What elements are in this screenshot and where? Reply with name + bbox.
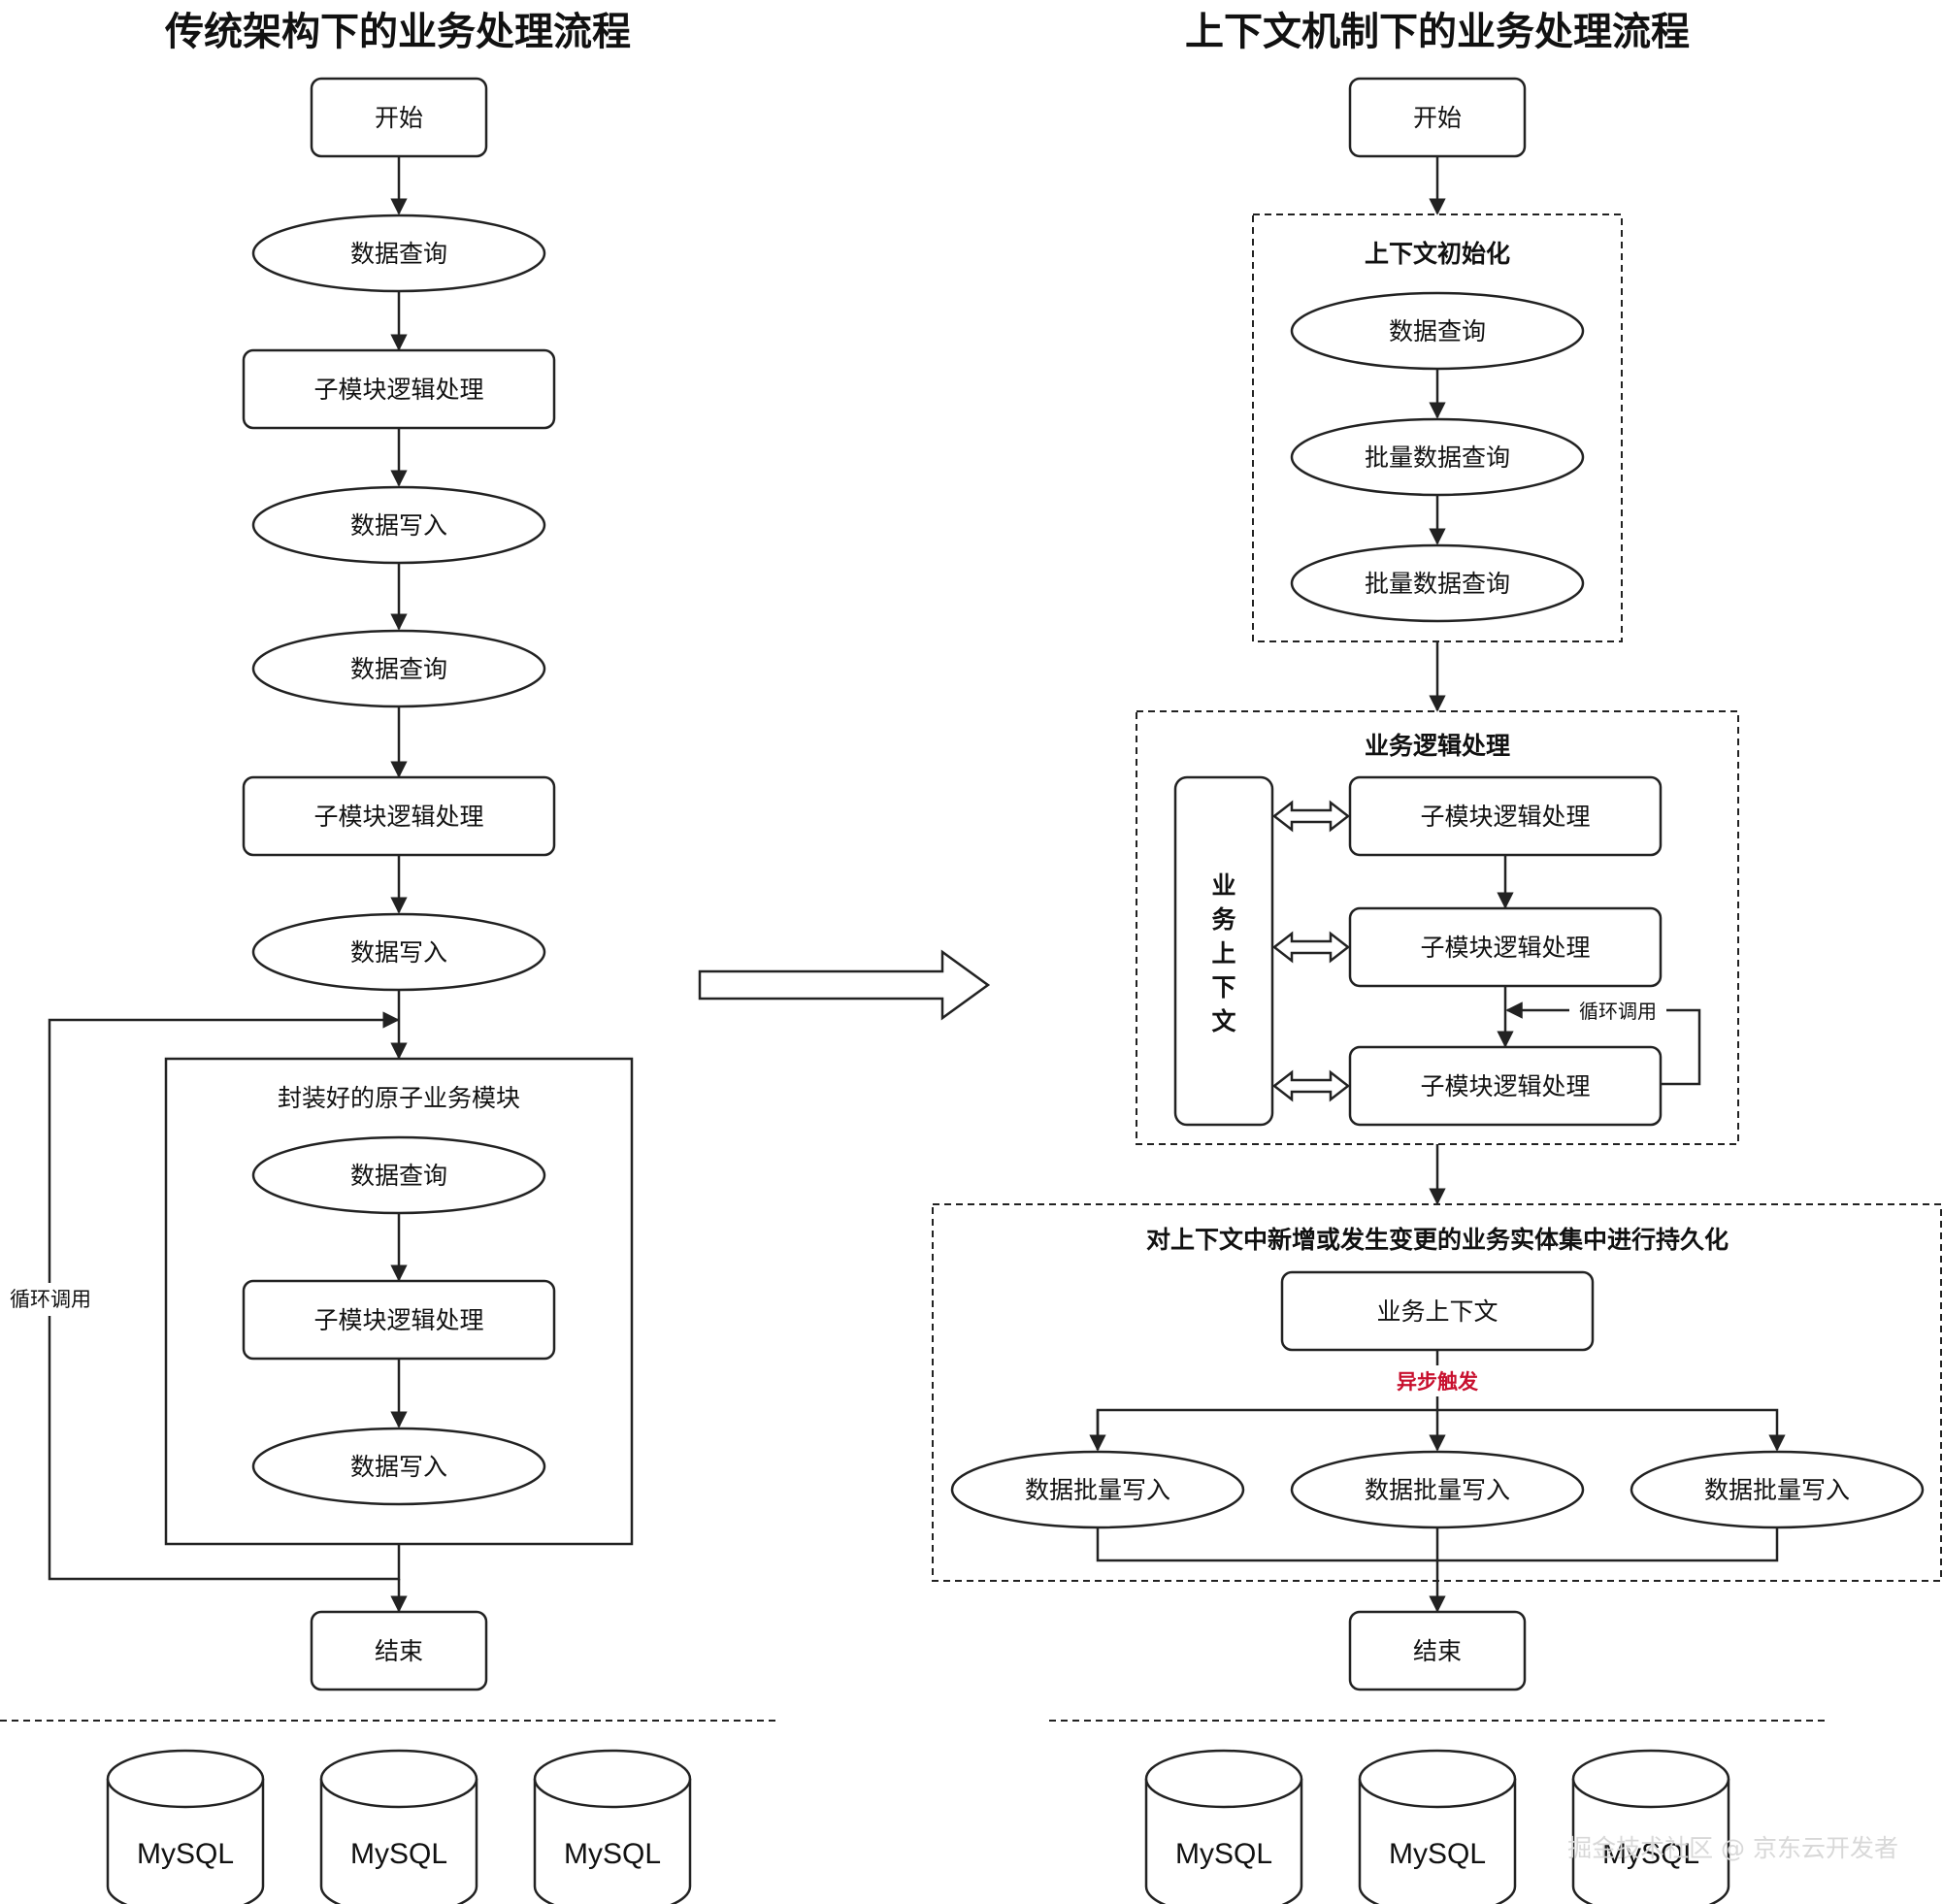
- database-label: MySQL: [1389, 1838, 1486, 1870]
- right-sub-3-label: 子模块逻辑处理: [1420, 1072, 1590, 1100]
- async-trigger-label: 异步触发: [1397, 1370, 1479, 1394]
- batch-write-label: 数据批量写入: [1025, 1476, 1170, 1504]
- right-init-title: 上下文初始化: [1365, 240, 1510, 268]
- database-label: MySQL: [350, 1838, 447, 1870]
- left-loop: 循环调用: [4, 1011, 401, 1581]
- database-icon: MySQL: [319, 1749, 478, 1904]
- database-label: MySQL: [137, 1838, 234, 1870]
- database-icon: MySQL: [106, 1749, 265, 1904]
- left-databases: MySQL MySQL MySQL: [106, 1749, 692, 1904]
- right-persist-title: 对上下文中新增或发生变更的业务实体集中进行持久化: [1146, 1226, 1729, 1254]
- database-label: MySQL: [564, 1838, 661, 1870]
- left-sub-1: 子模块逻辑处理: [242, 348, 556, 430]
- right-init-group: 上下文初始化 数据查询 批量数据查询 批量数据查询: [1252, 213, 1623, 642]
- left-atomic-sub-label: 子模块逻辑处理: [313, 1306, 483, 1334]
- right-persist-context-label: 业务上下文: [1376, 1297, 1498, 1326]
- left-query-1: 数据查询: [251, 213, 546, 293]
- left-end-node: 结束: [310, 1610, 488, 1691]
- left-query-2: 数据查询: [251, 629, 546, 708]
- batch-write-label: 数据批量写入: [1365, 1476, 1510, 1504]
- context-char: 业: [1211, 871, 1235, 900]
- right-end-label: 结束: [1413, 1637, 1462, 1665]
- left-sub-2-label: 子模块逻辑处理: [313, 803, 483, 831]
- bidirectional-arrow-icon: [1271, 1069, 1351, 1102]
- left-write-2: 数据写入: [251, 912, 546, 992]
- right-end-node: 结束: [1348, 1610, 1527, 1691]
- left-atomic-write-label: 数据写入: [350, 1453, 447, 1481]
- batch-write-label: 数据批量写入: [1704, 1476, 1850, 1504]
- bidirectional-arrow-icon: [1271, 800, 1351, 833]
- left-atomic-group-title: 封装好的原子业务模块: [278, 1084, 520, 1112]
- database-icon: MySQL: [1358, 1749, 1517, 1904]
- right-sub-1-label: 子模块逻辑处理: [1420, 803, 1590, 831]
- right-logic-title: 业务逻辑处理: [1365, 732, 1510, 760]
- database-icon: MySQL: [533, 1749, 692, 1904]
- right-loop: 循环调用: [1505, 997, 1701, 1086]
- left-diagram: 传统架构下的业务处理流程 开始 数据查询 子模块逻辑处理 数据写入 数据查询: [0, 10, 776, 1904]
- right-logic-group: 业务逻辑处理 业 务 上 下 文 子模块逻辑处理 子模块逻辑处理 子模块逻辑处理: [1136, 710, 1739, 1145]
- database-label: MySQL: [1175, 1838, 1272, 1870]
- database-icon: MySQL: [1144, 1749, 1303, 1904]
- right-loop-label: 循环调用: [1579, 1000, 1657, 1023]
- right-diagram: 上下文机制下的业务处理流程 开始 上下文初始化 数据查询 批量数据查询 批量数据…: [932, 10, 1942, 1904]
- right-start-label: 开始: [1413, 104, 1462, 132]
- bidirectional-arrow-icon: [1271, 931, 1351, 964]
- right-persist-group: 对上下文中新增或发生变更的业务实体集中进行持久化 业务上下文 异步触发 数据批量…: [932, 1203, 1942, 1582]
- context-char: 下: [1211, 973, 1235, 1001]
- watermark: 掘金技术社区 @ 京东云开发者: [1567, 1834, 1898, 1862]
- left-write-2-label: 数据写入: [350, 938, 447, 967]
- right-init-query-label: 数据查询: [1389, 317, 1486, 345]
- left-end-label: 结束: [375, 1637, 423, 1665]
- left-start-label: 开始: [375, 104, 423, 132]
- business-context-box: 业 务 上 下 文: [1173, 775, 1274, 1127]
- left-atomic-group: 封装好的原子业务模块 数据查询 子模块逻辑处理 数据写入: [164, 1057, 634, 1546]
- left-write-1: 数据写入: [251, 485, 546, 565]
- transition-arrow-icon: [698, 949, 991, 1021]
- left-sub-1-label: 子模块逻辑处理: [313, 376, 483, 404]
- left-start-node: 开始: [310, 77, 488, 158]
- left-query-2-label: 数据查询: [350, 655, 447, 683]
- left-sub-2: 子模块逻辑处理: [242, 775, 556, 857]
- right-init-batch-1-label: 批量数据查询: [1365, 443, 1510, 472]
- right-databases: MySQL MySQL MySQL: [1144, 1749, 1730, 1904]
- database-icon: MySQL: [1571, 1749, 1730, 1904]
- left-atomic-query-label: 数据查询: [350, 1162, 447, 1190]
- database-label: MySQL: [1602, 1838, 1699, 1870]
- right-init-batch-2-label: 批量数据查询: [1365, 570, 1510, 598]
- context-char: 务: [1211, 905, 1235, 934]
- right-start-node: 开始: [1348, 77, 1527, 158]
- right-sub-2-label: 子模块逻辑处理: [1420, 934, 1590, 962]
- left-query-1-label: 数据查询: [350, 240, 447, 268]
- left-title: 传统架构下的业务处理流程: [164, 10, 631, 54]
- left-write-1-label: 数据写入: [350, 511, 447, 540]
- context-char: 文: [1211, 1007, 1236, 1035]
- right-title: 上下文机制下的业务处理流程: [1185, 10, 1690, 54]
- left-loop-label: 循环调用: [10, 1288, 91, 1311]
- context-char: 上: [1211, 939, 1235, 968]
